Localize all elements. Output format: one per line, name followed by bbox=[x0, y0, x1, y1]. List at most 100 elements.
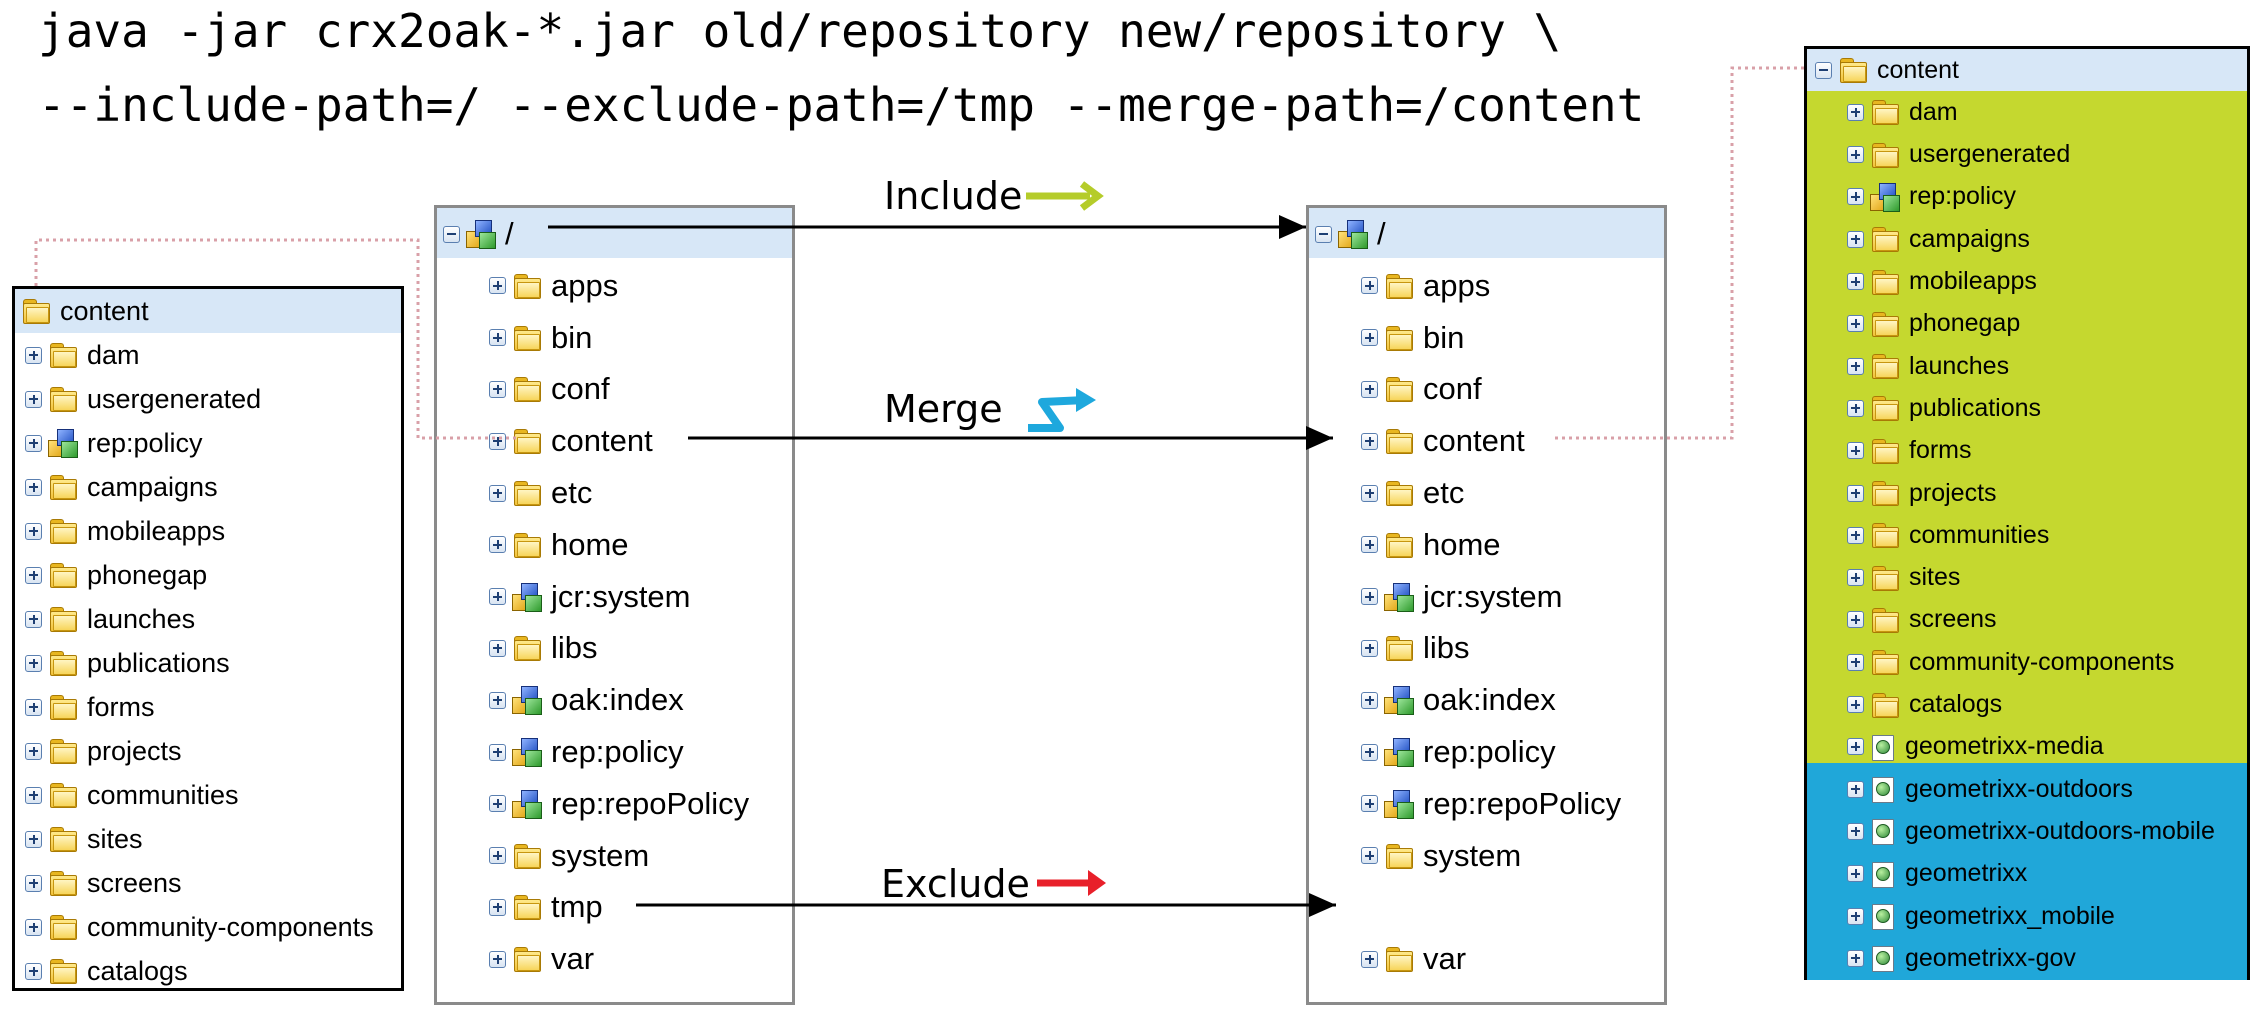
expand-toggle-icon[interactable] bbox=[1847, 188, 1864, 206]
expand-toggle-icon[interactable] bbox=[25, 434, 42, 452]
expand-toggle-icon[interactable] bbox=[25, 566, 42, 584]
tree-node[interactable]: community-components bbox=[15, 905, 401, 949]
expand-toggle-icon[interactable] bbox=[1847, 738, 1864, 756]
expand-toggle-icon[interactable] bbox=[489, 639, 506, 657]
expand-toggle-icon[interactable] bbox=[489, 847, 506, 865]
expand-toggle-icon[interactable] bbox=[1847, 146, 1864, 164]
expand-toggle-icon[interactable] bbox=[1847, 780, 1864, 798]
expand-toggle-icon[interactable] bbox=[1847, 103, 1864, 121]
tree-node[interactable]: var bbox=[437, 933, 792, 985]
expand-toggle-icon[interactable] bbox=[1847, 399, 1864, 417]
tree-node[interactable]: libs bbox=[1309, 622, 1664, 674]
expand-toggle-icon[interactable] bbox=[25, 918, 42, 936]
expand-toggle-icon[interactable] bbox=[25, 874, 42, 892]
expand-toggle-icon[interactable] bbox=[25, 786, 42, 804]
tree-node[interactable]: screens bbox=[15, 861, 401, 905]
expand-toggle-icon[interactable] bbox=[1847, 230, 1864, 248]
expand-toggle-icon[interactable] bbox=[489, 950, 506, 968]
expand-toggle-icon[interactable] bbox=[489, 277, 506, 295]
tree-node[interactable]: oak:index bbox=[437, 674, 792, 726]
tree-node[interactable]: rep:repoPolicy bbox=[437, 778, 792, 830]
tree-node[interactable]: community-components bbox=[1807, 641, 2247, 683]
expand-toggle-icon[interactable] bbox=[489, 588, 506, 606]
expand-toggle-icon[interactable] bbox=[1847, 653, 1864, 671]
expand-toggle-icon[interactable] bbox=[489, 484, 506, 502]
expand-toggle-icon[interactable] bbox=[25, 522, 42, 540]
tree-node[interactable]: rep:repoPolicy bbox=[1309, 778, 1664, 830]
tree-node[interactable]: geometrixx-media bbox=[1807, 726, 2247, 768]
tree-node[interactable]: phonegap bbox=[15, 553, 401, 597]
expand-toggle-icon[interactable] bbox=[25, 698, 42, 716]
tree-node[interactable]: apps bbox=[437, 260, 792, 312]
tree-node[interactable]: geometrixx_mobile bbox=[1807, 895, 2247, 937]
expand-toggle-icon[interactable] bbox=[1361, 795, 1378, 813]
tree-node[interactable]: projects bbox=[1807, 472, 2247, 514]
tree-node[interactable]: tmp bbox=[437, 881, 792, 933]
expand-toggle-icon[interactable] bbox=[1361, 691, 1378, 709]
tree-node[interactable]: content bbox=[437, 415, 792, 467]
expand-toggle-icon[interactable] bbox=[1847, 611, 1864, 629]
expand-toggle-icon[interactable] bbox=[1361, 484, 1378, 502]
tree-node[interactable]: etc bbox=[1309, 467, 1664, 519]
tree-node[interactable]: catalogs bbox=[1807, 684, 2247, 726]
tree-node[interactable]: campaigns bbox=[15, 465, 401, 509]
tree-node[interactable]: jcr:system bbox=[437, 571, 792, 623]
tree-node[interactable]: bin bbox=[437, 312, 792, 364]
expand-toggle-icon[interactable] bbox=[1847, 315, 1864, 333]
expand-toggle-icon[interactable] bbox=[1361, 847, 1378, 865]
tree-node[interactable]: forms bbox=[1807, 430, 2247, 472]
expand-toggle-icon[interactable] bbox=[1847, 696, 1864, 713]
collapse-toggle-icon[interactable] bbox=[1315, 225, 1332, 243]
expand-toggle-icon[interactable] bbox=[1847, 273, 1864, 290]
tree-node[interactable]: etc bbox=[437, 467, 792, 519]
tree-node[interactable]: libs bbox=[437, 622, 792, 674]
expand-toggle-icon[interactable] bbox=[1361, 380, 1378, 398]
expand-toggle-icon[interactable] bbox=[25, 478, 42, 496]
expand-toggle-icon[interactable] bbox=[1361, 588, 1378, 606]
expand-toggle-icon[interactable] bbox=[1361, 639, 1378, 657]
tree-node[interactable]: usergenerated bbox=[15, 377, 401, 421]
expand-toggle-icon[interactable] bbox=[489, 898, 506, 916]
tree-node[interactable]: screens bbox=[1807, 599, 2247, 641]
tree-node[interactable]: launches bbox=[1807, 345, 2247, 387]
tree-node[interactable]: system bbox=[437, 830, 792, 882]
tree-node[interactable]: home bbox=[437, 519, 792, 571]
tree-node[interactable]: system bbox=[1309, 830, 1664, 882]
tree-node[interactable]: sites bbox=[1807, 557, 2247, 599]
tree-node[interactable]: forms bbox=[15, 685, 401, 729]
tree-node[interactable]: rep:policy bbox=[15, 421, 401, 465]
collapse-toggle-icon[interactable] bbox=[443, 225, 460, 243]
expand-toggle-icon[interactable] bbox=[25, 742, 42, 760]
expand-toggle-icon[interactable] bbox=[1361, 277, 1378, 295]
expand-toggle-icon[interactable] bbox=[1847, 865, 1864, 883]
tree-node[interactable] bbox=[1309, 881, 1664, 933]
tree-node[interactable]: communities bbox=[1807, 514, 2247, 556]
expand-toggle-icon[interactable] bbox=[489, 691, 506, 709]
expand-toggle-icon[interactable] bbox=[1361, 329, 1378, 347]
tree-node[interactable]: mobileapps bbox=[1807, 261, 2247, 303]
expand-toggle-icon[interactable] bbox=[25, 610, 42, 628]
tree-node[interactable]: conf bbox=[1309, 363, 1664, 415]
tree-node[interactable]: conf bbox=[437, 363, 792, 415]
expand-toggle-icon[interactable] bbox=[1361, 950, 1378, 968]
expand-toggle-icon[interactable] bbox=[489, 795, 506, 813]
tree-node[interactable]: oak:index bbox=[1309, 674, 1664, 726]
expand-toggle-icon[interactable] bbox=[25, 654, 42, 672]
expand-toggle-icon[interactable] bbox=[1847, 822, 1864, 840]
expand-toggle-icon[interactable] bbox=[1847, 526, 1864, 544]
tree-node[interactable]: jcr:system bbox=[1309, 571, 1664, 623]
tree-node[interactable]: rep:policy bbox=[437, 726, 792, 778]
tree-node[interactable]: publications bbox=[15, 641, 401, 685]
tree-root-node[interactable]: content bbox=[1807, 49, 2247, 91]
tree-node[interactable]: launches bbox=[15, 597, 401, 641]
tree-node[interactable]: dam bbox=[1807, 91, 2247, 133]
tree-node[interactable]: catalogs bbox=[15, 949, 401, 993]
tree-node[interactable]: communities bbox=[15, 773, 401, 817]
tree-node[interactable]: rep:policy bbox=[1807, 176, 2247, 218]
expand-toggle-icon[interactable] bbox=[1847, 357, 1864, 375]
tree-node[interactable]: geometrixx-gov bbox=[1807, 937, 2247, 979]
tree-node[interactable]: apps bbox=[1309, 260, 1664, 312]
expand-toggle-icon[interactable] bbox=[1847, 949, 1864, 967]
tree-node[interactable]: content bbox=[1309, 415, 1664, 467]
tree-node[interactable]: sites bbox=[15, 817, 401, 861]
